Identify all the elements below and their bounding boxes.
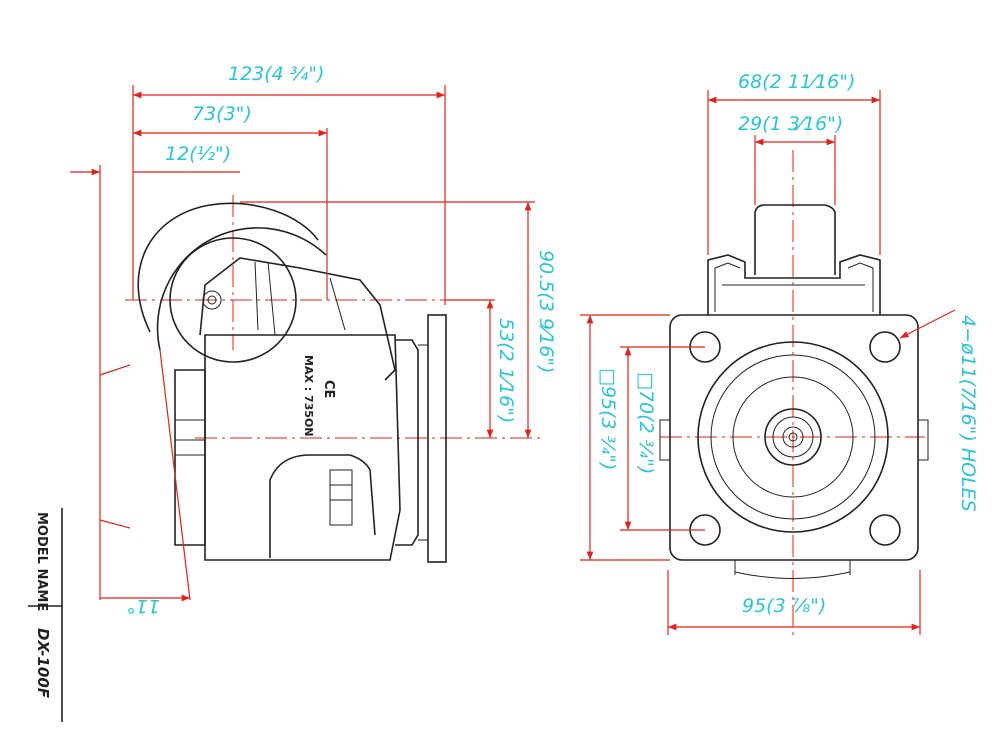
angle-indicator: 11° xyxy=(99,165,191,617)
side-horizontal-dims: 123(4 ¾") 73(3") 12(½") xyxy=(70,63,446,305)
dim-angle-label: 11° xyxy=(126,595,160,617)
front-vertical-dims: □95(3 ¾") □70(2 ¾") xyxy=(580,314,705,561)
mounting-hole-br xyxy=(869,514,901,546)
top-plate xyxy=(659,314,929,579)
max-load-label: MAX : 735ON xyxy=(302,355,315,437)
front-view: 68(2 11⁄16") 29(1 3⁄16") 95(3 ⅞") □95(3 … xyxy=(580,71,979,640)
mounting-flange xyxy=(395,314,447,563)
swivel-stem xyxy=(707,204,881,315)
mounting-hole-tr xyxy=(869,331,901,363)
dim-flange-height: 53(2 1⁄16") xyxy=(495,318,517,423)
front-horizontal-dims: 68(2 11⁄16") 29(1 3⁄16") 95(3 ⅞") xyxy=(667,71,921,635)
model-name-value: DX-100F xyxy=(34,628,52,699)
side-view: MAX : 735ON CE 11° 123(4 ¾") xyxy=(70,63,557,617)
dim-overall-height: 90.5(3 9⁄16") xyxy=(535,250,557,373)
side-vertical-dims: 90.5(3 9⁄16") 53(2 1⁄16") xyxy=(240,201,557,438)
dim-holes: 4−ø11(7⁄16") HOLES xyxy=(957,315,979,512)
model-name-label: MODEL NAME xyxy=(34,512,49,611)
dim-mount-offset: 73(3") xyxy=(192,103,252,125)
title-block: MODEL NAME DX-100F xyxy=(28,508,63,722)
dim-plate-square: □95(3 ¾") xyxy=(597,368,619,470)
caster-body: MAX : 735ON CE xyxy=(174,334,401,561)
dim-plate-width: 95(3 ⅞") xyxy=(742,595,826,617)
dim-wheel-offset: 12(½") xyxy=(165,143,231,165)
dim-top-width: 68(2 11⁄16") xyxy=(738,71,855,93)
dim-overall-width: 123(4 ¾") xyxy=(228,63,324,85)
holes-callout: 4−ø11(7⁄16") HOLES xyxy=(899,309,979,512)
dim-hole-pitch: □70(2 ¾") xyxy=(635,372,657,474)
caster-wheel xyxy=(137,202,327,363)
dim-stem-width: 29(1 3⁄16") xyxy=(738,113,843,135)
swivel-arm xyxy=(199,257,396,381)
ce-mark: CE xyxy=(321,380,336,398)
